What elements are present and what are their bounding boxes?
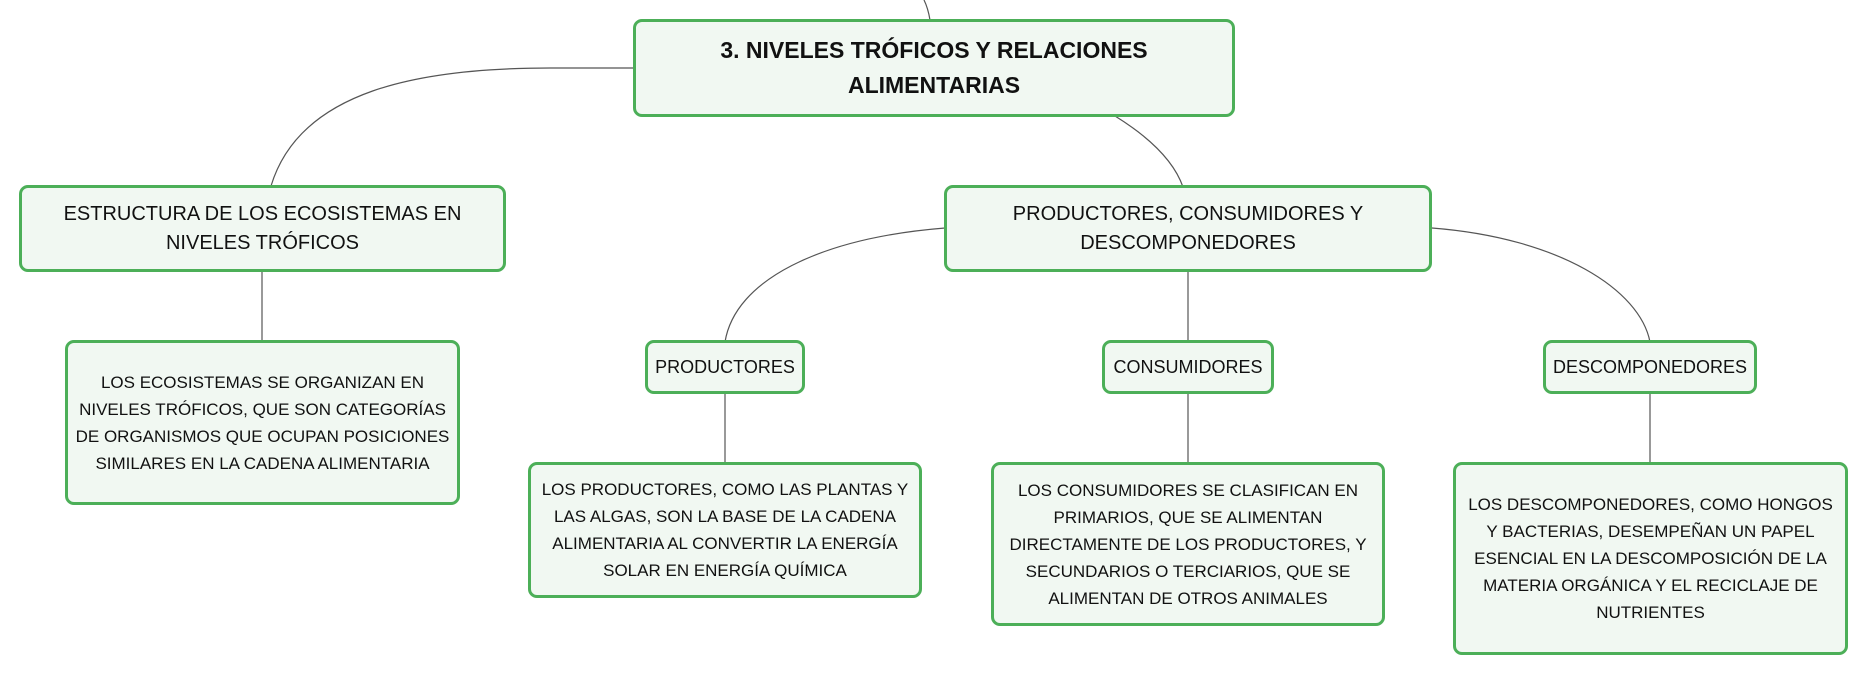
topic-estructura[interactable]: ESTRUCTURA DE LOS ECOSISTEMAS EN NIVELES… (19, 185, 506, 272)
topic-actores[interactable]: PRODUCTORES, CONSUMIDORES Y DESCOMPONEDO… (944, 185, 1432, 272)
topic-consumidores[interactable]: CONSUMIDORES (1102, 340, 1274, 394)
consumidores-detail[interactable]: LOS CONSUMIDORES SE CLASIFICAN EN PRIMAR… (991, 462, 1385, 626)
productores-detail-text: LOS PRODUCTORES, COMO LAS PLANTAS Y LAS … (541, 480, 909, 580)
descomponedores-detail[interactable]: LOS DESCOMPONEDORES, COMO HONGOS Y BACTE… (1453, 462, 1848, 655)
topic-estructura-label: ESTRUCTURA DE LOS ECOSISTEMAS EN NIVELES… (63, 202, 462, 254)
root-topic-label: 3. NIVELES TRÓFICOS Y RELACIONES ALIMENT… (720, 37, 1148, 98)
productores-detail[interactable]: LOS PRODUCTORES, COMO LAS PLANTAS Y LAS … (528, 462, 922, 598)
topic-descomponedores-label: DESCOMPONEDORES (1552, 357, 1748, 377)
topic-consumidores-label: CONSUMIDORES (1113, 357, 1263, 377)
descomponedores-detail-text: LOS DESCOMPONEDORES, COMO HONGOS Y BACTE… (1468, 495, 1833, 622)
topic-descomponedores[interactable]: DESCOMPONEDORES (1543, 340, 1757, 394)
connector-to-parent (923, 0, 931, 21)
topic-actores-label: PRODUCTORES, CONSUMIDORES Y DESCOMPONEDO… (1012, 202, 1364, 254)
connector-root-actores (1114, 115, 1184, 188)
topic-productores[interactable]: PRODUCTORES (645, 340, 805, 394)
connector-actores-productores (724, 227, 946, 343)
topic-productores-label: PRODUCTORES (655, 357, 795, 377)
consumidores-detail-text: LOS CONSUMIDORES SE CLASIFICAN EN PRIMAR… (1009, 480, 1367, 608)
estructura-detail[interactable]: LOS ECOSISTEMAS SE ORGANIZAN EN NIVELES … (65, 340, 460, 505)
estructura-detail-text: LOS ECOSISTEMAS SE ORGANIZAN EN NIVELES … (75, 372, 450, 473)
connector-actores-descomponedores (1431, 227, 1651, 343)
root-topic[interactable]: 3. NIVELES TRÓFICOS Y RELACIONES ALIMENT… (633, 19, 1235, 117)
connector-root-estructura (270, 67, 634, 187)
